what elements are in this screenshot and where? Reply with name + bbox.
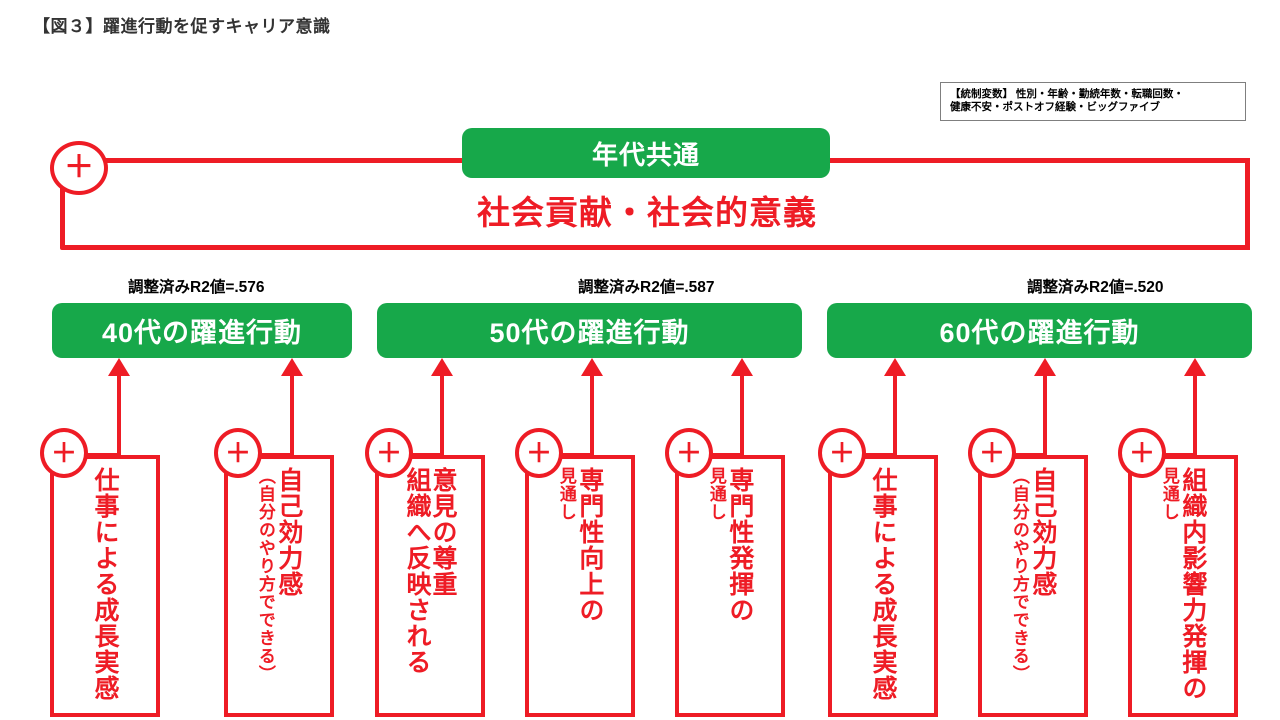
- predictor-label-main: 自己効力感: [1028, 467, 1057, 597]
- connector-stub: [60, 453, 121, 457]
- plus-sign-predictor-8: ＋: [1118, 428, 1166, 478]
- predictor-label-main: 自己効力感: [274, 467, 303, 597]
- predictor-box[interactable]: 組織内影響力発揮の見通し: [1128, 455, 1238, 717]
- r2-label-60s: 調整済みR2値=.520: [1027, 279, 1164, 296]
- connector-stub: [838, 453, 897, 457]
- predictor-box[interactable]: 意見の尊重組織へ反映される: [375, 455, 485, 717]
- r2-label-50s: 調整済みR2値=.587: [578, 279, 715, 296]
- predictor-label-sub: 見通し: [1159, 467, 1179, 521]
- r2-label-40s: 調整済みR2値=.576: [128, 279, 265, 296]
- age-group-box-50s: 50代の躍進行動: [377, 303, 802, 358]
- arrow-shaft-to-age-box: [893, 374, 897, 455]
- arrow-shaft-to-age-box: [590, 374, 594, 455]
- arrow-shaft-to-age-box: [1193, 374, 1197, 455]
- common-factor-headline: 社会貢献・社会的意義: [477, 194, 817, 231]
- connector-stub: [1138, 453, 1197, 457]
- predictor-label-main: 仕事による成長実感: [869, 467, 897, 701]
- predictor-box[interactable]: 専門性向上の見通し: [525, 455, 635, 717]
- arrow-shaft-to-age-box: [1043, 374, 1047, 455]
- arrow-head-to-age-box: [1034, 358, 1056, 376]
- arrow-head-to-age-box: [581, 358, 603, 376]
- arrow-shaft-to-age-box: [290, 374, 294, 455]
- arrow-shaft-to-age-box: [440, 374, 444, 455]
- arrow-head-to-age-box: [884, 358, 906, 376]
- predictor-label-sub: 組織へ反映される: [403, 467, 431, 675]
- age-group-box-40s: 40代の躍進行動: [52, 303, 352, 358]
- predictor-box[interactable]: 専門性発揮の見通し: [675, 455, 785, 717]
- plus-sign-predictor-2: ＋: [214, 428, 262, 478]
- predictor-label-sub: （自分のやり方でできる）: [255, 467, 275, 683]
- connector-stub: [234, 453, 294, 457]
- arrow-head-to-age-box: [108, 358, 130, 376]
- age-group-box-60s: 60代の躍進行動: [827, 303, 1252, 358]
- control-note-line-2: 健康不安・ポストオフ経験・ビッグファイブ: [950, 101, 1160, 114]
- arrow-head-to-age-box: [731, 358, 753, 376]
- arrow-shaft-to-age-box: [740, 374, 744, 455]
- plus-sign-predictor-7: ＋: [968, 428, 1016, 478]
- arrow-shaft-to-age-box: [117, 374, 121, 455]
- plus-sign-predictor-6: ＋: [818, 428, 866, 478]
- predictor-box[interactable]: 自己効力感（自分のやり方でできる）: [224, 455, 334, 717]
- connector-stub: [385, 453, 444, 457]
- predictor-label-main: 組織内影響力発揮の: [1178, 467, 1207, 701]
- plus-sign-predictor-5: ＋: [665, 428, 713, 478]
- connector-stub: [535, 453, 594, 457]
- predictor-label-main: 仕事による成長実感: [91, 467, 119, 701]
- predictor-label-sub: 見通し: [556, 467, 576, 521]
- common-age-box: 年代共通: [462, 128, 830, 178]
- predictor-box[interactable]: 仕事による成長実感: [50, 455, 160, 717]
- page-title: 【図３】躍進行動を促すキャリア意識: [33, 17, 331, 36]
- predictor-label-main: 専門性発揮の: [725, 467, 754, 623]
- predictor-label-main: 専門性向上の: [575, 467, 604, 623]
- plus-sign-common: ＋: [50, 141, 108, 195]
- predictor-label-sub: （自分のやり方でできる）: [1009, 467, 1029, 683]
- arrow-head-to-age-box: [431, 358, 453, 376]
- arrow-head-to-age-box: [281, 358, 303, 376]
- predictor-box[interactable]: 自己効力感（自分のやり方でできる）: [978, 455, 1088, 717]
- predictor-label-main: 意見の尊重: [429, 467, 457, 597]
- connector-stub: [988, 453, 1047, 457]
- predictor-label-sub: 見通し: [706, 467, 726, 521]
- plus-sign-predictor-4: ＋: [515, 428, 563, 478]
- predictor-box[interactable]: 仕事による成長実感: [828, 455, 938, 717]
- connector-stub: [685, 453, 744, 457]
- plus-sign-predictor-3: ＋: [365, 428, 413, 478]
- plus-sign-predictor-1: ＋: [40, 428, 88, 478]
- control-variables-note: 【統制変数】 性別・年齢・勤続年数・転職回数・ 健康不安・ポストオフ経験・ビッグ…: [940, 82, 1246, 122]
- arrow-head-to-age-box: [1184, 358, 1206, 376]
- control-note-line-1: 【統制変数】 性別・年齢・勤続年数・転職回数・: [950, 88, 1184, 100]
